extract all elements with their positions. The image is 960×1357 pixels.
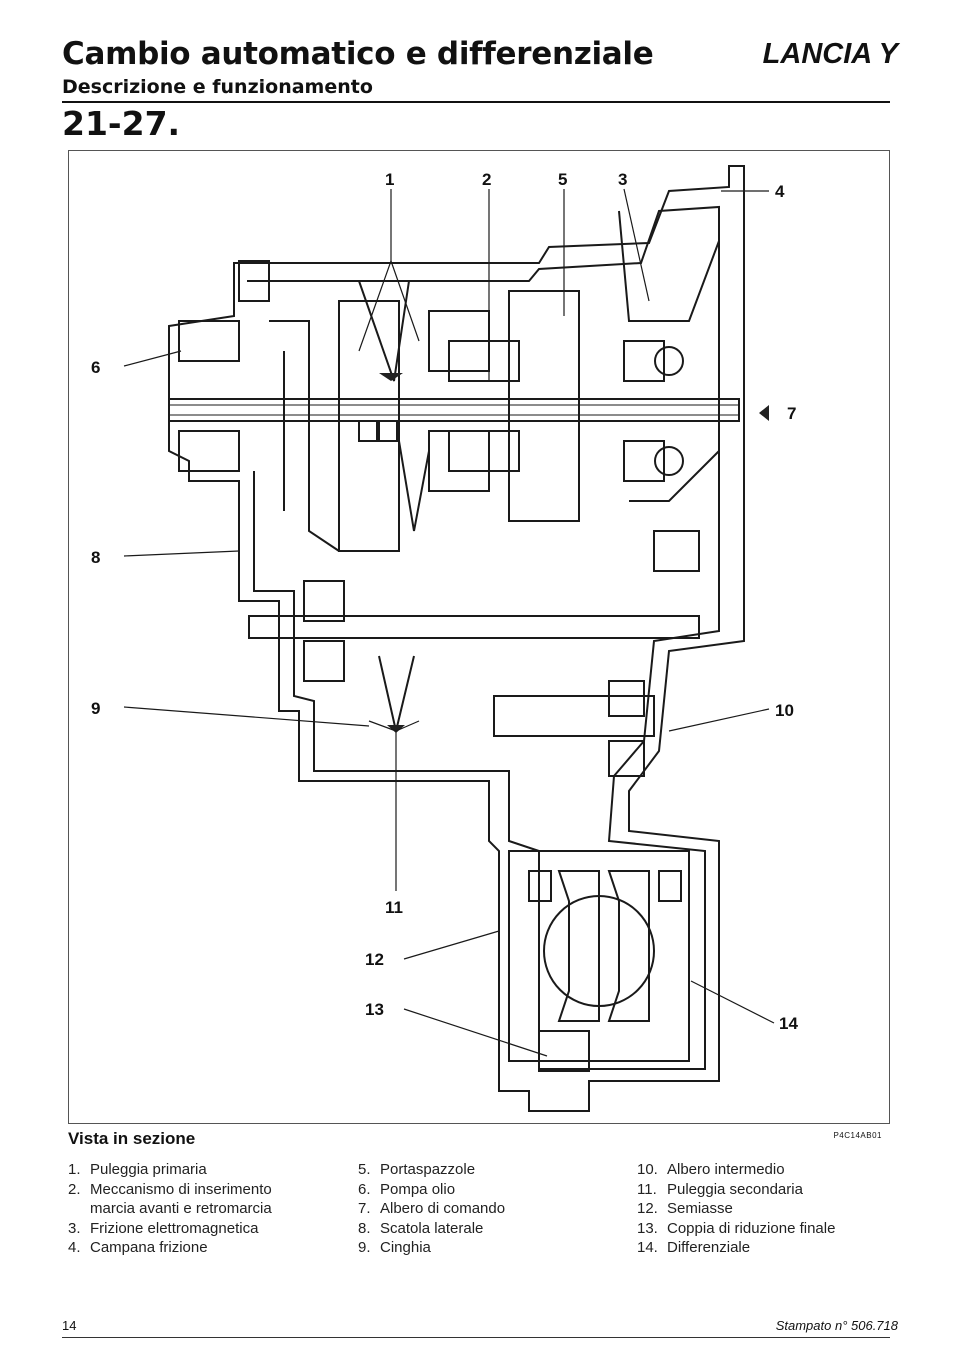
legend-number: 12.	[637, 1200, 658, 1217]
callout-9: 9	[91, 699, 100, 718]
legend-number: 13.	[637, 1219, 658, 1237]
legend-number: 11.	[637, 1180, 657, 1198]
legend-item: 14. Differenziale	[637, 1238, 897, 1258]
section-number: 21-27.	[62, 104, 181, 143]
legend-column-3: 10. Albero intermedio 11. Puleggia seconda…	[637, 1160, 897, 1258]
legend-text: Semiasse	[667, 1200, 733, 1217]
legend-text: Puleggia secondaria	[667, 1180, 803, 1198]
callout-4: 4	[775, 182, 785, 201]
legend-column-1: 1. Puleggia primaria 2. Meccanismo di inse…	[68, 1160, 318, 1258]
legend-text: Portaspazzole	[380, 1161, 476, 1178]
legend-item: 1. Puleggia primaria	[68, 1160, 318, 1180]
legend-item: 4. Campana frizione	[68, 1238, 318, 1258]
header-divider	[62, 101, 890, 103]
legend-number: 5.	[358, 1161, 371, 1178]
legend-text: Albero intermedio	[667, 1161, 785, 1178]
legend-text: Albero di comando	[380, 1200, 506, 1217]
legend-text: Pompa olio	[380, 1180, 456, 1198]
brand-logo-text: LANCIA Y	[762, 38, 898, 70]
legend-number: 2.	[68, 1180, 81, 1198]
legend-item: 10. Albero intermedio	[637, 1160, 897, 1180]
legend-number: 4.	[68, 1239, 81, 1256]
callout-6: 6	[91, 358, 100, 377]
legend-item: 6. Pompa olio	[358, 1180, 608, 1200]
footer-divider	[62, 1337, 890, 1338]
legend-text: Scatola laterale	[380, 1219, 484, 1237]
callout-14: 14	[779, 1014, 798, 1033]
legend-item: 2. Meccanismo di inserimento marcia avant…	[68, 1180, 318, 1219]
transmission-drawing: 1 2 5 3 4 6 7 8 9 10 11 12 13 14	[91, 165, 798, 1112]
legend-item: 13. Coppia di riduzione finale	[637, 1219, 897, 1239]
legend-text: Differenziale	[667, 1239, 751, 1256]
legend-text: Frizione elettromagnetica	[90, 1219, 259, 1237]
figure-code: P4C14AB01	[833, 1131, 882, 1140]
callout-10: 10	[775, 701, 794, 720]
legend-text: Cinghia	[380, 1239, 431, 1256]
legend-number: 10.	[637, 1161, 658, 1178]
legend-item: 11. Puleggia secondaria	[637, 1180, 897, 1200]
legend-text: Campana frizione	[90, 1239, 208, 1256]
callout-11: 11	[385, 898, 403, 917]
callout-3: 3	[618, 170, 627, 189]
legend-item: 3. Frizione elettromagnetica	[68, 1219, 318, 1239]
page-number: 14	[62, 1318, 77, 1333]
legend-number: 14.	[637, 1239, 658, 1256]
callout-7: 7	[787, 404, 796, 423]
legend-text: Puleggia primaria	[90, 1161, 207, 1178]
legend-number: 6.	[358, 1180, 371, 1198]
legend-number: 3.	[68, 1219, 81, 1237]
legend-column-2: 5. Portaspazzole 6. Pompa olio 7. Albero di…	[358, 1160, 608, 1258]
legend-item: 12. Semiasse	[637, 1199, 897, 1219]
legend-item: 8. Scatola laterale	[358, 1219, 608, 1239]
callout-1: 1	[385, 170, 394, 189]
legend-text: Coppia di riduzione finale	[667, 1219, 836, 1237]
legend-number: 7.	[358, 1200, 371, 1217]
legend-text: Meccanismo di inserimento marcia avanti …	[90, 1180, 272, 1218]
printed-number: Stampato n° 506.718	[775, 1318, 898, 1333]
legend-item: 9. Cinghia	[358, 1238, 608, 1258]
callout-8: 8	[91, 548, 100, 567]
callout-12: 12	[365, 950, 384, 969]
callout-5: 5	[558, 170, 567, 189]
legend-number: 1.	[68, 1161, 81, 1178]
cross-section-figure: 1 2 5 3 4 6 7 8 9 10 11 12 13 14	[68, 150, 890, 1124]
legend-item: 7. Albero di comando	[358, 1199, 608, 1219]
callout-2: 2	[482, 170, 491, 189]
figure-caption: Vista in sezione	[68, 1129, 196, 1148]
callout-13: 13	[365, 1000, 384, 1019]
legend-item: 5. Portaspazzole	[358, 1160, 608, 1180]
legend-number: 9.	[358, 1239, 371, 1256]
legend-number: 8.	[358, 1219, 371, 1237]
page-header-subtitle: Descrizione e funzionamento	[62, 76, 373, 98]
page-header-title: Cambio automatico e differenziale	[62, 36, 654, 72]
